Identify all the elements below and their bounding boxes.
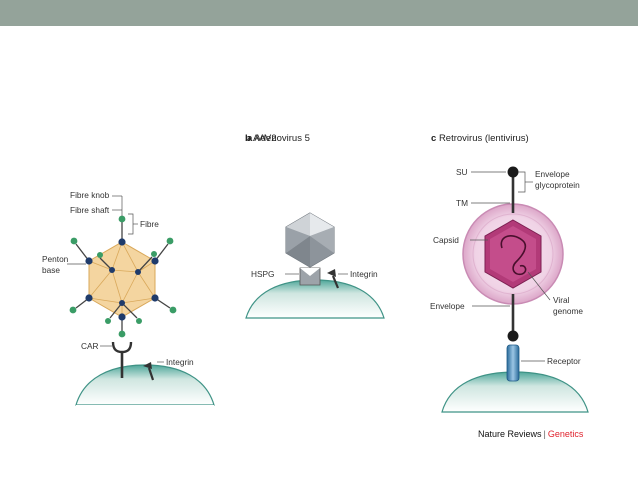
aav-capsid — [285, 212, 335, 268]
figure-credit: Nature Reviews|Genetics — [478, 429, 583, 439]
label-tm: TM — [456, 198, 468, 208]
panel-b: b AAV2 HSPG Integrin — [245, 133, 385, 319]
label-car: CAR — [81, 341, 99, 351]
label-viral-line2: genome — [553, 306, 583, 316]
panel-c-title: c Retrovirus (lentivirus) — [431, 133, 529, 144]
label-receptor: Receptor — [547, 356, 581, 366]
car-receptor — [111, 341, 133, 378]
credit-separator: | — [543, 429, 546, 439]
label-integrin-a: Integrin — [166, 357, 194, 367]
envelope-glycoprotein-top — [507, 166, 519, 213]
label-viral-line1: Viral — [553, 295, 570, 305]
label-penton-line1: Penton — [42, 254, 69, 264]
label-hspg: HSPG — [251, 269, 275, 279]
hspg — [299, 267, 321, 286]
label-fibre-knob: Fibre knob — [70, 190, 110, 200]
receptor — [506, 344, 520, 382]
panel-c: c Retrovirus (lentivirus) — [430, 133, 589, 413]
panel-c-leaders — [470, 171, 551, 362]
label-envelope-gp-line2: glycoprotein — [535, 180, 580, 190]
label-penton-line2: base — [42, 265, 60, 275]
credit-section: Genetics — [547, 429, 584, 439]
envelope-glycoprotein-bottom — [507, 294, 519, 342]
top-bar — [0, 0, 638, 26]
adenovirus-capsid — [88, 241, 156, 318]
integrin-b — [327, 269, 340, 289]
panel-a-title: a Adenovirus 5 — [247, 133, 310, 144]
fibre-knobs — [69, 215, 177, 338]
panel-b-title: b AAV2 — [245, 133, 277, 144]
label-envelope-gp-line1: Envelope — [535, 169, 570, 179]
host-cell-b — [245, 279, 385, 319]
penton-bases — [85, 238, 159, 321]
label-capsid: Capsid — [433, 235, 459, 245]
host-cell — [75, 364, 215, 406]
label-su: SU — [456, 167, 468, 177]
label-fibre-shaft: Fibre shaft — [70, 205, 110, 215]
panel-a: a Adenovirus 5 — [42, 133, 310, 406]
integrin-a — [143, 362, 155, 381]
label-integrin-b: Integrin — [350, 269, 378, 279]
panel-a-leaders — [67, 195, 164, 363]
viral-genome — [500, 235, 527, 276]
credit-journal: Nature Reviews — [478, 429, 542, 439]
label-fibre: Fibre — [140, 219, 159, 229]
label-envelope: Envelope — [430, 301, 465, 311]
